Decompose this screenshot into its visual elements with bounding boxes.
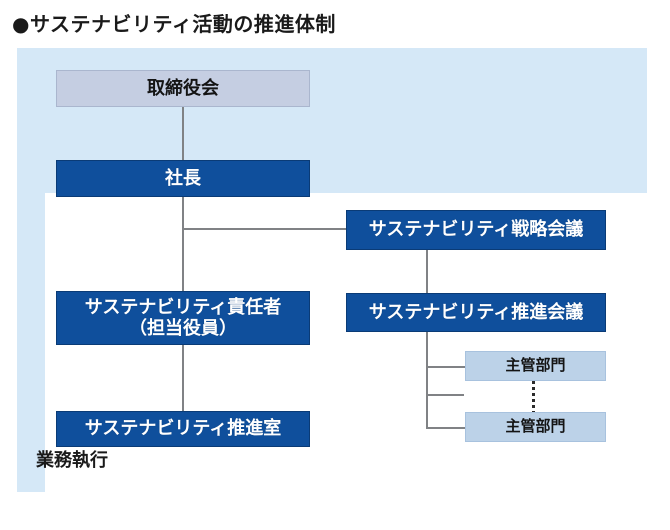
connector-officer-to-office: [182, 345, 184, 411]
connector-board-to-president: [182, 107, 184, 160]
connector-dept-1-to-dept-2-dotted: [532, 380, 535, 428]
node-sustainability-promotion-office[interactable]: サステナビリティ推進室: [56, 411, 310, 447]
node-supervising-department-1[interactable]: 主管部門: [465, 351, 606, 381]
node-sustainability-officer[interactable]: サステナビリティ責任者 （担当役員）: [56, 291, 310, 345]
node-board-of-directors[interactable]: 取締役会: [56, 70, 310, 107]
connector-bracket-stub-dept-2: [426, 427, 482, 429]
node-sustainability-strategy-meeting[interactable]: サステナビリティ戦略会議: [346, 210, 606, 250]
node-president[interactable]: 社長: [56, 160, 310, 197]
node-sustainability-promotion-meeting[interactable]: サステナビリティ推進会議: [346, 293, 606, 332]
connector-strategy-to-promotion: [426, 250, 428, 293]
page-title: ●サステナビリティ活動の推進体制: [12, 12, 336, 36]
connector-president-to-strategy: [182, 228, 347, 230]
connector-bracket-stub-middle: [426, 394, 464, 396]
connector-president-trunk: [182, 197, 184, 291]
governance-panel: 取締役会 社長 サステナビリティ戦略会議 サステナビリティ推進会議 サステナビリ…: [17, 48, 654, 530]
connector-bracket-stub-dept-1: [426, 366, 482, 368]
connector-promotion-bracket-trunk: [426, 332, 428, 428]
business-execution-label: 業務執行: [36, 450, 108, 471]
node-supervising-department-2[interactable]: 主管部門: [465, 412, 606, 442]
